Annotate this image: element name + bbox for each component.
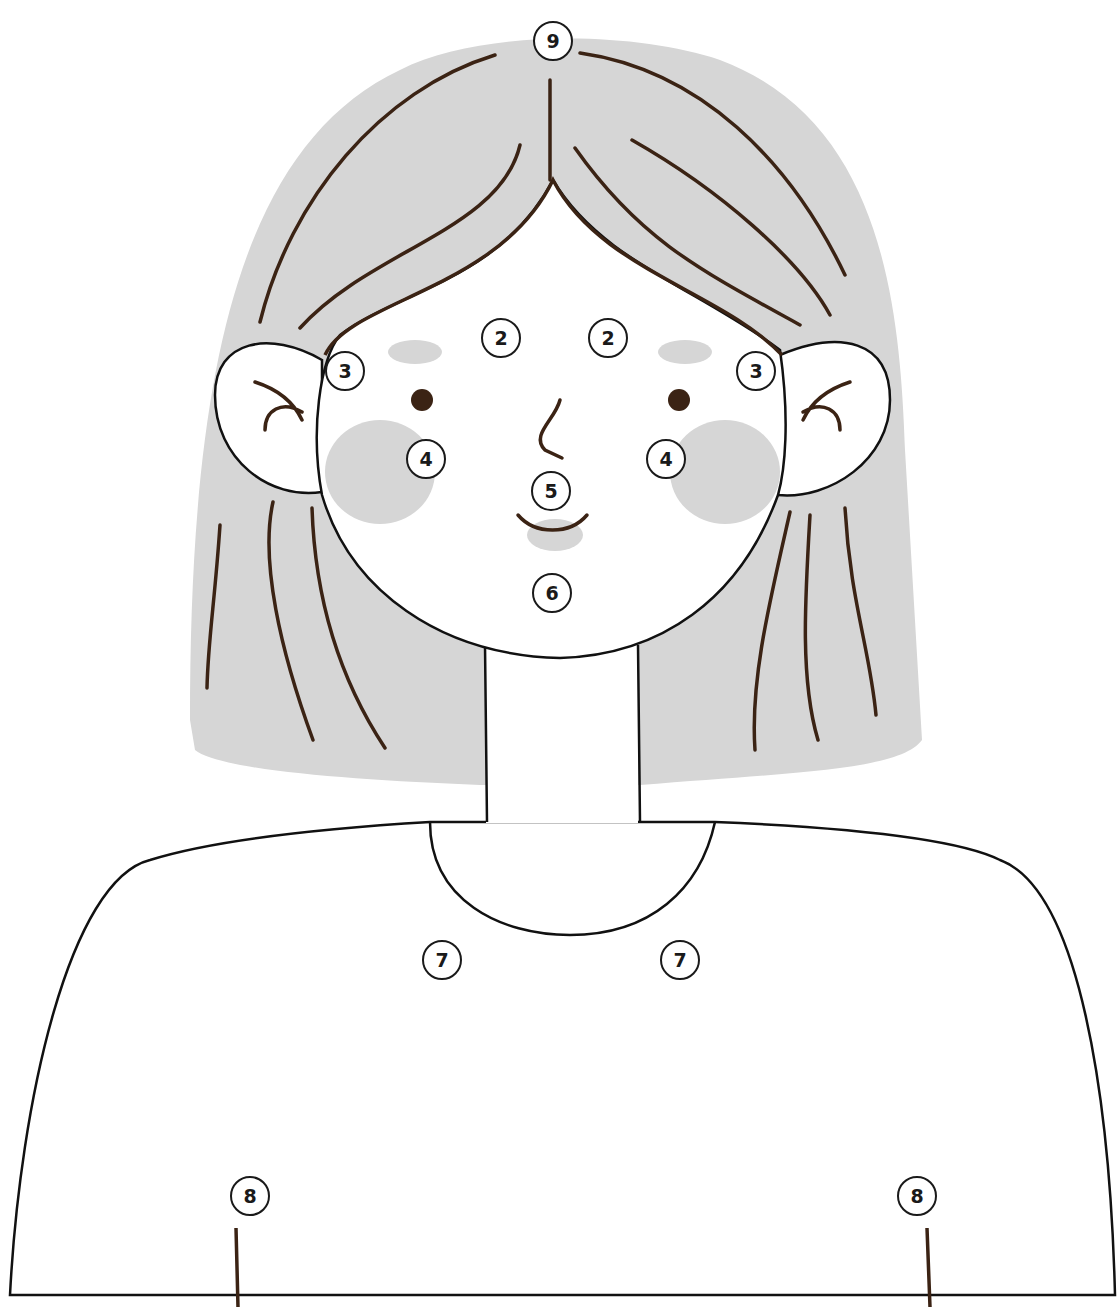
- callout-number: 5: [531, 471, 571, 511]
- cheek: [670, 420, 780, 524]
- mouth: [518, 515, 587, 530]
- ear-detail: [255, 382, 302, 430]
- ear: [778, 342, 890, 495]
- body: [10, 822, 1115, 1295]
- hairline: [325, 180, 782, 355]
- callout-number: 4: [406, 439, 446, 479]
- callout-number: 9: [533, 21, 573, 61]
- eye: [411, 389, 433, 411]
- callout-number: 7: [422, 940, 462, 980]
- callout-number: 4: [646, 439, 686, 479]
- ear-detail: [803, 382, 850, 430]
- nose: [540, 400, 562, 458]
- eye: [668, 389, 690, 411]
- face: [317, 180, 786, 658]
- hair-strands: [207, 53, 876, 750]
- callout-number: 2: [481, 318, 521, 358]
- callout-number: 3: [325, 351, 365, 391]
- arm-line: [236, 1228, 930, 1307]
- eyebrow: [388, 340, 442, 364]
- callout-number: 3: [736, 351, 776, 391]
- ear: [215, 343, 322, 493]
- callout-number: 7: [660, 940, 700, 980]
- neck-lines: [485, 645, 640, 822]
- callout-number: 8: [230, 1176, 270, 1216]
- callout-number: 6: [532, 573, 572, 613]
- callout-number: 8: [897, 1176, 937, 1216]
- collar: [430, 822, 715, 935]
- callout-number: 2: [588, 318, 628, 358]
- eyebrow: [658, 340, 712, 364]
